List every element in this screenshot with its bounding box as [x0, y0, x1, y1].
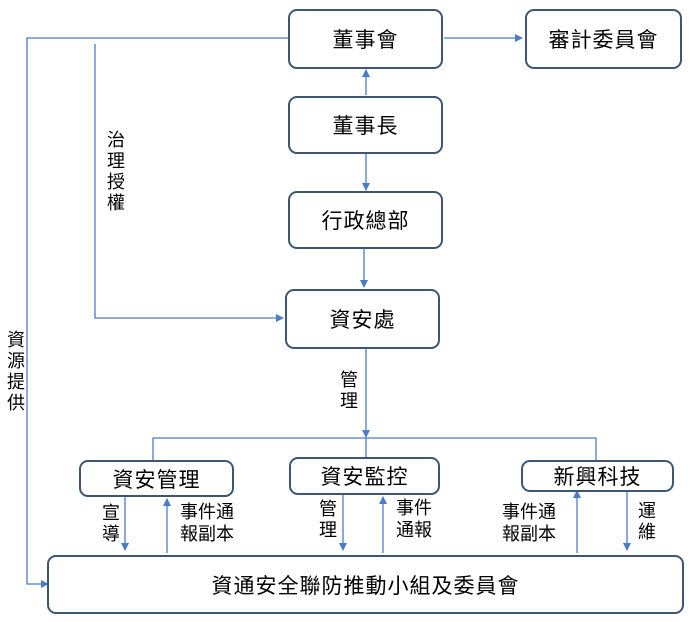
bracket-distribution — [152, 437, 597, 460]
joint-team-box: 資通安全聯防推動小組及委員會 — [47, 555, 684, 614]
resource-provision-label: 資源提供 — [7, 330, 25, 414]
manage-main-label: 管理 — [340, 370, 358, 412]
incident-copy-2-line1: 事件通 — [502, 502, 556, 523]
emerging-tech-box: 新興科技 — [521, 460, 674, 492]
incident-copy-1-label: 事件通 報副本 — [180, 502, 234, 546]
board-box: 董事會 — [288, 9, 443, 69]
infosec-monitor-box: 資安監控 — [289, 457, 440, 495]
arrow-governance-auth — [94, 44, 284, 322]
incident-copy-2-line2: 報副本 — [502, 524, 556, 545]
infosec-office-box: 資安處 — [285, 289, 440, 349]
incident-report-line1: 事件 — [396, 498, 432, 519]
incident-copy-2-label: 事件通 報副本 — [502, 502, 556, 546]
operations-label: 運維 — [638, 501, 656, 543]
incident-copy-1-line1: 事件通 — [180, 502, 234, 523]
incident-report-line2: 通報 — [396, 520, 432, 541]
audit-committee-box: 審計委員會 — [525, 9, 682, 69]
arrow-resource-provision — [26, 37, 288, 588]
admin-hq-box: 行政總部 — [288, 191, 443, 249]
chairman-box: 董事長 — [288, 96, 443, 154]
manage-sub-label: 管理 — [319, 499, 337, 541]
incident-report-label: 事件 通報 — [396, 498, 432, 542]
infosec-mgmt-box: 資安管理 — [79, 460, 234, 497]
advocate-label: 宣導 — [102, 503, 120, 545]
incident-copy-1-line2: 報副本 — [180, 524, 234, 545]
governance-auth-label: 治理授權 — [107, 130, 125, 214]
